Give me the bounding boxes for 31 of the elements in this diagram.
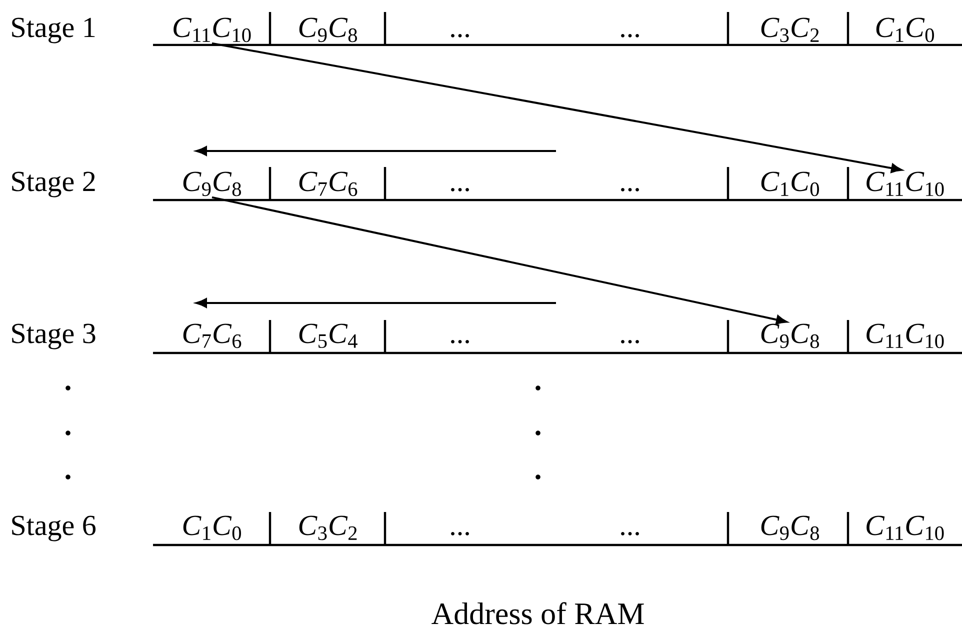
ram-cell-text: C$_{7}$C$_{6}$: [299, 172, 358, 196]
ram-cell-text: C$_{11}$C$_{10}$: [174, 18, 251, 42]
ram-cell-text: ...: [621, 340, 639, 344]
ram-cell-text: ...: [621, 34, 639, 38]
stage-label: Stage 1: [12, 18, 95, 44]
ram-cell-text: C$_{3}$C$_{2}$: [761, 18, 819, 42]
ram-cell-text: C$_{11}$C$_{10}$: [866, 516, 944, 540]
stage-label: Stage 2: [12, 172, 95, 198]
ram-cell-text: C$_{11}$C$_{10}$: [866, 172, 944, 196]
ram-cell-text: C$_{1}$C$_{0}$: [876, 18, 934, 42]
ram-cell-text: C$_{1}$C$_{0}$: [183, 516, 241, 540]
ram-cell-text: C$_{11}$C$_{10}$: [866, 324, 944, 348]
ram-cell-text: C$_{9}$C$_{8}$: [299, 18, 357, 42]
stage-label: Stage 3: [12, 324, 96, 350]
ram-cell-text: C$_{3}$C$_{2}$: [299, 516, 357, 540]
ram-cell-text: C$_{1}$C$_{0}$: [761, 172, 819, 196]
ram-cell-text: ...: [451, 340, 469, 344]
ram-cell-text: C$_{9}$C$_{8}$: [761, 516, 819, 540]
ram-cell-text: ...: [621, 532, 639, 536]
stage-label: Stage 6: [12, 516, 96, 542]
ram-cell-text: ...: [451, 34, 469, 38]
ram-cell-text: C$_{9}$C$_{8}$: [761, 324, 819, 348]
arrow: [212, 196, 788, 324]
axis-caption: Address of RAM: [432, 602, 644, 624]
ram-cell-text: C$_{9}$C$_{8}$: [183, 172, 241, 196]
arrow: [212, 42, 902, 173]
ram-cell-text: C$_{5}$C$_{4}$: [299, 324, 358, 348]
ram-cell-text: ...: [451, 188, 469, 192]
ram-cell-text: C$_{7}$C$_{6}$: [183, 324, 242, 348]
ram-cell-text: ...: [451, 532, 469, 536]
ram-cell-text: ...: [621, 188, 639, 192]
